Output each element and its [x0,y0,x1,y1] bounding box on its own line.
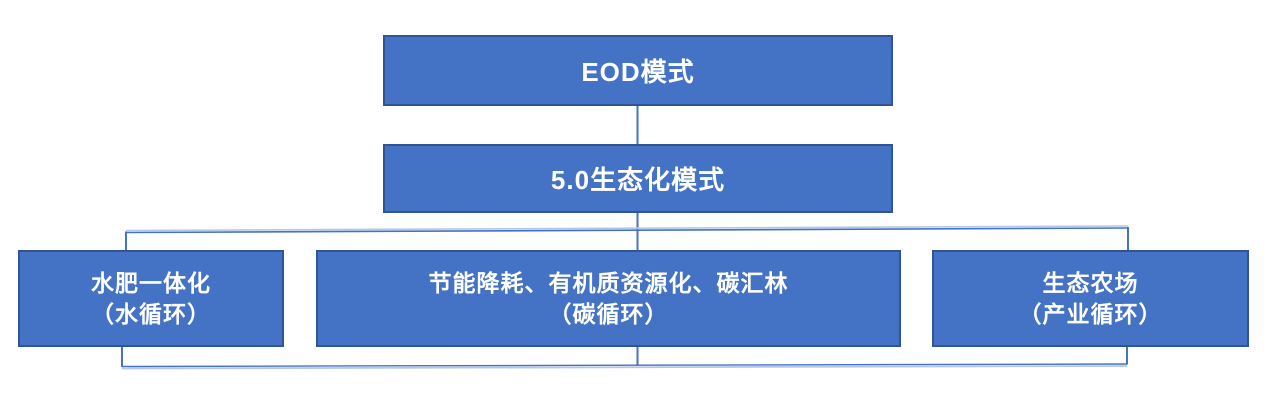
node-energy-saving-carbon-cycle: 节能降耗、有机质资源化、碳汇林 （碳循环） [316,250,901,347]
node-carbon-label-line2: （碳循环） [548,300,669,327]
node-farm-label-line1: 生态农场 [1042,269,1139,296]
node-carbon-label-line1: 节能降耗、有机质资源化、碳汇林 [428,269,789,296]
node-eco-farm: 生态农场 （产业循环） [932,250,1249,347]
node-water-label-line1: 水肥一体化 [91,269,211,296]
node-eod-label: EOD模式 [581,57,695,87]
connector-bottom-horizontal-light [121,365,1128,370]
connector-bottom-horizontal [121,363,1128,368]
node-farm-label-line2: （产业循环） [1018,300,1163,327]
connector-top-horizontal [125,227,1129,234]
connector-top-horizontal-light [125,225,1129,232]
node-eod-mode: EOD模式 [383,35,893,106]
node-water-fertilizer-integration: 水肥一体化 （水循环） [18,250,284,347]
node-eco-5-0-mode: 5.0生态化模式 [383,144,893,213]
node-water-label-line2: （水循环） [91,300,211,327]
node-mode50-label: 5.0生态化模式 [550,165,726,195]
